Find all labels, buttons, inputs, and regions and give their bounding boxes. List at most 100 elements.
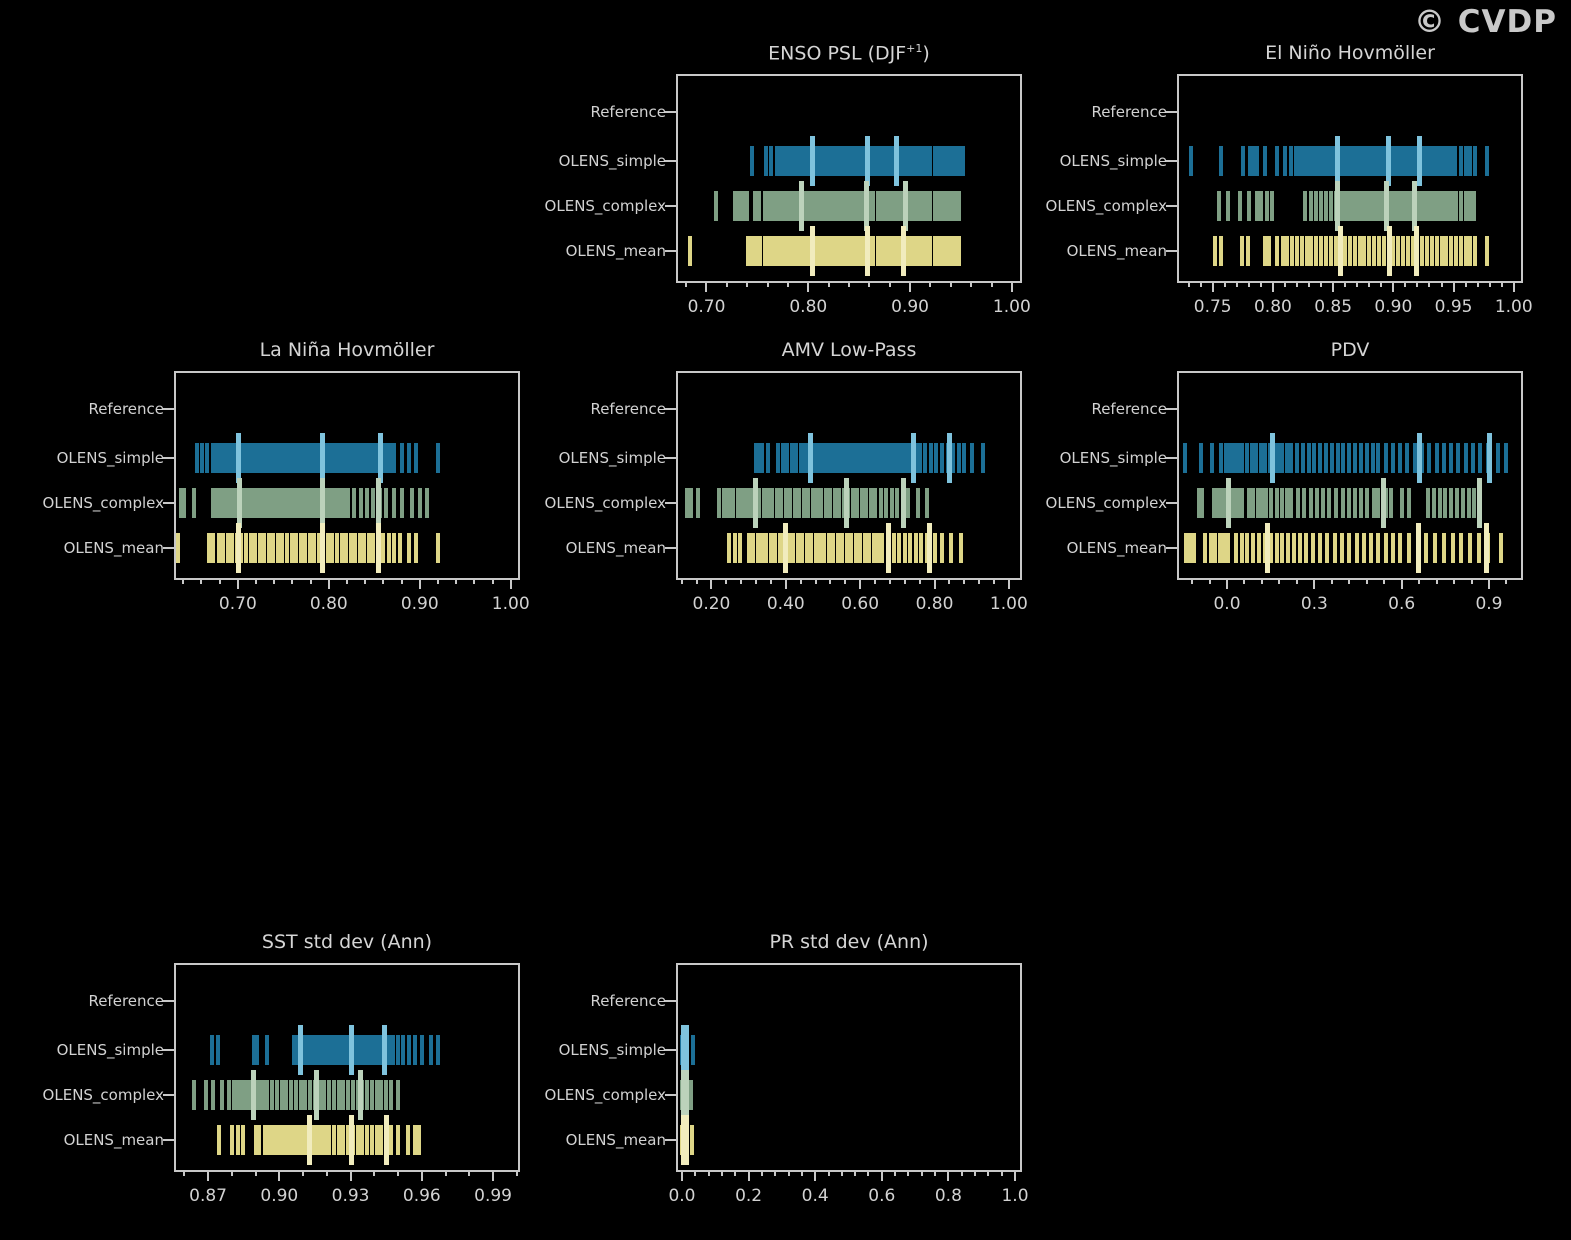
x-axis-minor-tick	[903, 578, 906, 584]
data-tick	[233, 488, 238, 519]
x-axis-minor-tick	[827, 281, 830, 287]
data-tick	[1293, 146, 1298, 177]
data-tick	[802, 146, 807, 177]
x-axis-minor-tick	[848, 281, 850, 287]
y-axis-label-reference: Reference	[590, 399, 666, 418]
x-axis-major-tick	[349, 1170, 352, 1181]
data-tick	[275, 533, 280, 564]
data-tick	[261, 443, 266, 474]
data-tick	[689, 1080, 694, 1111]
data-tick	[913, 533, 918, 564]
data-tick	[762, 191, 767, 222]
data-tick	[273, 488, 278, 519]
data-tick	[1338, 191, 1343, 222]
data-tick	[764, 533, 769, 564]
y-axis-tick	[665, 160, 678, 163]
data-tick	[908, 236, 913, 267]
data-tick	[1262, 146, 1267, 177]
data-tick	[956, 443, 961, 474]
percentile-marker	[910, 433, 916, 484]
data-tick	[736, 488, 741, 519]
data-tick	[899, 191, 904, 222]
data-tick	[1352, 236, 1357, 267]
data-tick	[313, 488, 318, 519]
data-tick	[384, 1080, 389, 1111]
data-tick	[1446, 191, 1451, 222]
data-tick	[1406, 488, 1411, 519]
data-tick	[1296, 488, 1301, 519]
data-tick	[1280, 443, 1285, 474]
data-tick	[240, 443, 245, 474]
data-tick	[1333, 236, 1338, 267]
y-axis-label-reference: Reference	[88, 991, 164, 1010]
data-tick	[932, 146, 937, 177]
data-tick	[688, 236, 693, 267]
x-axis-major-tick	[1487, 578, 1490, 589]
data-tick	[248, 533, 253, 564]
percentile-marker	[807, 433, 813, 484]
data-tick	[262, 488, 267, 519]
data-tick	[1358, 443, 1363, 474]
y-axis-tick	[1166, 547, 1179, 550]
x-axis-major-tick	[680, 1170, 683, 1181]
x-axis-minor-tick	[694, 1170, 697, 1176]
percentile-marker	[809, 226, 815, 277]
data-tick	[1303, 533, 1308, 564]
data-tick	[1362, 236, 1367, 267]
data-tick	[889, 488, 894, 519]
panel-title: El Niño Hovmöller	[1265, 42, 1435, 64]
data-tick	[750, 236, 755, 267]
data-tick	[1269, 191, 1274, 222]
data-tick	[227, 1080, 232, 1111]
data-tick	[337, 1035, 342, 1066]
data-tick	[294, 488, 299, 519]
data-tick	[1223, 443, 1228, 474]
y-axis-label-olens_complex: OLENS_complex	[1045, 197, 1167, 216]
data-tick	[1398, 146, 1403, 177]
data-tick	[924, 236, 929, 267]
data-tick	[365, 1035, 370, 1066]
data-tick	[1244, 443, 1249, 474]
data-tick	[813, 443, 818, 474]
data-tick	[799, 236, 804, 267]
data-tick	[312, 443, 317, 474]
data-tick	[791, 146, 796, 177]
data-tick	[235, 1080, 240, 1111]
data-tick	[257, 1080, 262, 1111]
data-tick	[303, 533, 308, 564]
data-tick	[327, 1125, 332, 1156]
data-tick	[435, 533, 440, 564]
data-tick	[956, 236, 961, 267]
data-tick	[1470, 443, 1475, 474]
x-axis-minor-tick	[1470, 578, 1473, 584]
data-tick	[369, 1125, 374, 1156]
x-axis-minor-tick	[888, 281, 891, 287]
data-tick	[777, 191, 782, 222]
data-tick	[1246, 488, 1251, 519]
data-tick	[388, 443, 393, 474]
data-tick	[357, 533, 362, 564]
data-tick	[417, 1125, 422, 1156]
data-tick	[1392, 191, 1397, 222]
data-tick	[1311, 146, 1316, 177]
data-tick	[225, 488, 230, 519]
data-tick	[1425, 488, 1430, 519]
data-tick	[855, 191, 860, 222]
data-tick	[763, 146, 768, 177]
data-tick	[1433, 533, 1438, 564]
data-tick	[924, 146, 929, 177]
data-tick	[831, 533, 836, 564]
data-tick	[923, 443, 928, 474]
data-tick	[1295, 236, 1299, 267]
data-tick	[209, 1035, 214, 1066]
percentile-marker	[1386, 226, 1392, 277]
data-tick	[1290, 236, 1295, 267]
data-tick	[887, 191, 892, 222]
data-tick	[832, 443, 837, 474]
data-tick	[850, 443, 855, 474]
data-tick	[262, 533, 267, 564]
data-tick	[348, 443, 353, 474]
